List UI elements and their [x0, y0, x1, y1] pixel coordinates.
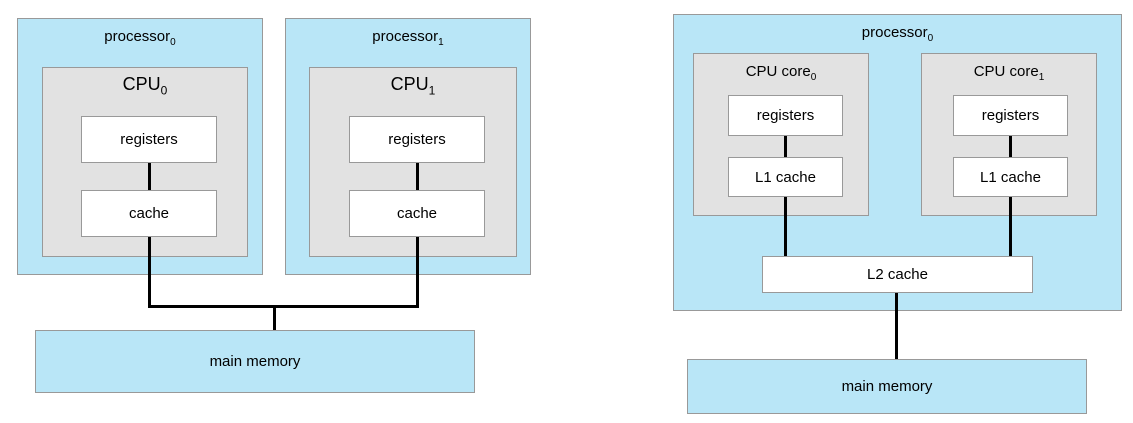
- processor0-label: processor0: [104, 28, 176, 48]
- core1-l1-cache-label: L1 cache: [980, 168, 1041, 186]
- core0-registers-l1-line: [784, 136, 787, 157]
- l2-cache-box: L2 cache: [762, 256, 1033, 293]
- cpu1-cache-box: cache: [349, 190, 485, 237]
- cpu0-label: CPU0: [122, 74, 168, 98]
- right-main-memory-box: main memory: [687, 359, 1087, 414]
- cpu1-cache-bus-line: [416, 237, 419, 305]
- cpu0-cache-box: cache: [81, 190, 217, 237]
- processor1-label: processor1: [372, 28, 444, 48]
- cpu1-registers-box: registers: [349, 116, 485, 163]
- memory-bus-drop-line: [273, 308, 276, 330]
- cpu1-registers-cache-line: [416, 163, 419, 190]
- cpu-core0-label: CPU core0: [745, 63, 817, 83]
- left-main-memory-label: main memory: [209, 353, 301, 370]
- core1-l1-l2-line: [1009, 197, 1012, 256]
- cpu0-cache-bus-line: [148, 237, 151, 305]
- cpu-core1-label: CPU core1: [973, 63, 1045, 83]
- left-main-memory-box: main memory: [35, 330, 475, 393]
- cpu0-registers-label: registers: [120, 131, 178, 148]
- core1-registers-box: registers: [953, 95, 1068, 136]
- core0-l1-cache-label: L1 cache: [755, 168, 816, 186]
- core0-l1-cache-box: L1 cache: [728, 157, 843, 197]
- cpu1-label: CPU1: [390, 74, 436, 98]
- core1-registers-l1-line: [1009, 136, 1012, 157]
- cpu0-registers-cache-line: [148, 163, 151, 190]
- core1-registers-label: registers: [981, 107, 1040, 124]
- multicore-processor0-label: processor0: [861, 24, 934, 44]
- cpu1-cache-label: cache: [396, 205, 438, 222]
- core0-registers-box: registers: [728, 95, 843, 136]
- core1-l1-cache-box: L1 cache: [953, 157, 1068, 197]
- right-main-memory-label: main memory: [841, 378, 933, 395]
- cpu1-registers-label: registers: [388, 131, 446, 148]
- memory-bus-horizontal-line: [148, 305, 419, 308]
- l2-memory-line: [895, 293, 898, 359]
- cpu0-registers-box: registers: [81, 116, 217, 163]
- core0-registers-label: registers: [756, 107, 815, 124]
- cpu0-cache-label: cache: [128, 205, 170, 222]
- l2-cache-label: L2 cache: [867, 266, 928, 283]
- core0-l1-l2-line: [784, 197, 787, 256]
